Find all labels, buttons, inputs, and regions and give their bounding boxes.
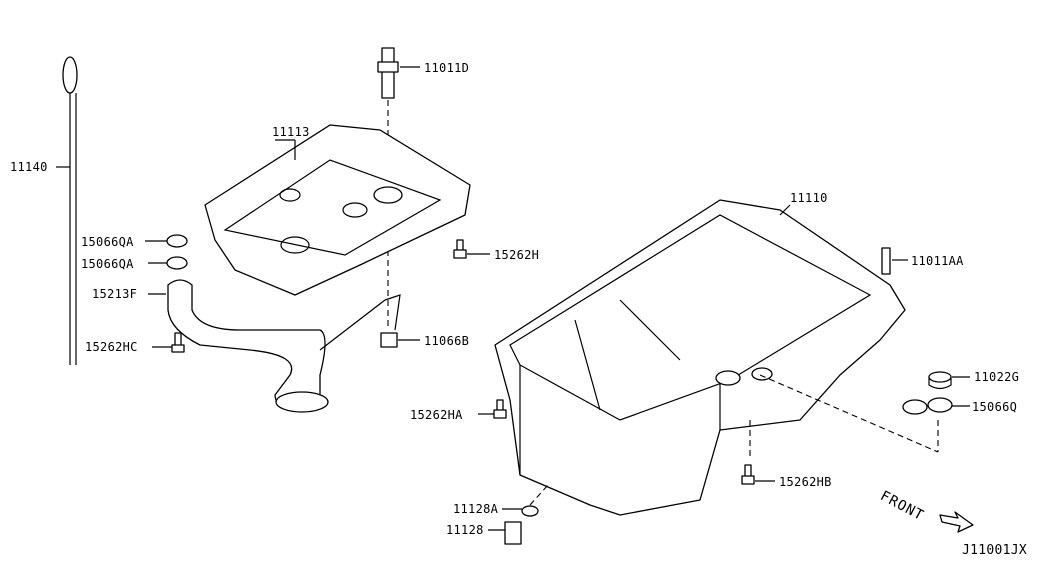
part-label-bolt-hb[interactable]: 15262HB xyxy=(779,475,832,489)
part-label-bolt-h[interactable]: 15262H xyxy=(494,248,540,262)
drain-washer-drawing xyxy=(502,484,549,517)
o-ring-1-drawing xyxy=(166,234,188,248)
dipstick-drawing xyxy=(56,56,78,365)
gasket-drawing xyxy=(902,397,970,415)
bolt-hb-drawing xyxy=(741,464,775,485)
nut-drawing xyxy=(380,332,420,348)
part-label-bolt-hc[interactable]: 15262HC xyxy=(85,340,138,354)
o-ring-2-drawing xyxy=(166,256,188,270)
part-label-oil-pan[interactable]: 11110 xyxy=(790,191,828,205)
drain-plug-drawing xyxy=(488,521,522,545)
front-arrow-icon xyxy=(939,511,974,533)
baffle-plate-drawing xyxy=(204,124,471,331)
bolt-hc-drawing xyxy=(152,332,185,353)
part-label-dowel-pin[interactable]: 11011AA xyxy=(911,254,964,268)
diagram-code: J11001JX xyxy=(962,543,1028,558)
bolt-ha-drawing xyxy=(478,399,507,419)
part-label-baffle-plate[interactable]: 11113 xyxy=(272,125,310,139)
part-label-o-ring-2[interactable]: 15066QA xyxy=(81,257,134,271)
part-label-dipstick[interactable]: 11140 xyxy=(10,160,48,174)
bolt-h-drawing xyxy=(453,239,490,259)
part-label-strainer[interactable]: 15213F xyxy=(92,287,138,301)
part-label-drain-plug[interactable]: 11128 xyxy=(446,523,484,537)
strainer-drawing xyxy=(148,279,386,413)
part-label-nut[interactable]: 11066B xyxy=(424,334,470,348)
part-label-stud[interactable]: 11011D xyxy=(424,61,470,75)
part-label-bolt-ha[interactable]: 15262HA xyxy=(410,408,463,422)
part-label-o-ring-1[interactable]: 15066QA xyxy=(81,235,134,249)
part-label-cap[interactable]: 11022G xyxy=(974,370,1020,384)
part-label-gasket[interactable]: 15066Q xyxy=(972,400,1018,414)
oil-pan-drawing xyxy=(494,199,939,516)
part-label-drain-washer[interactable]: 11128A xyxy=(453,502,499,516)
cap-drawing xyxy=(928,371,970,390)
